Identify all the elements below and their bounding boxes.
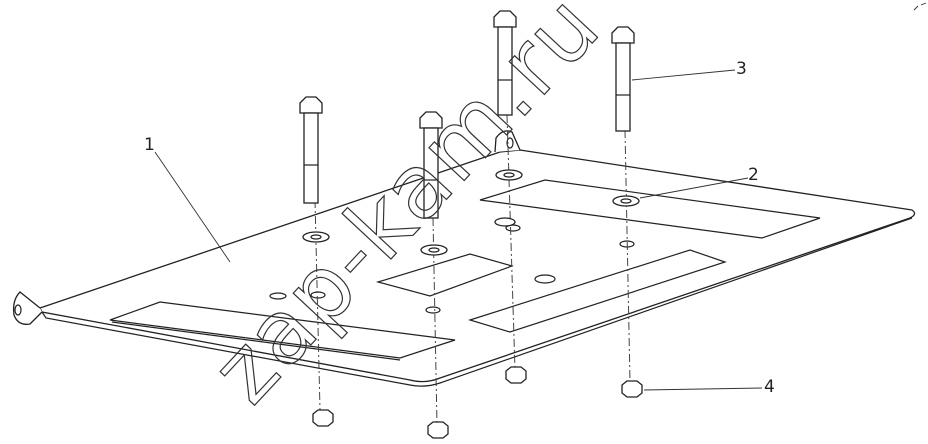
bolt-4 bbox=[611, 26, 635, 132]
washers bbox=[302, 169, 640, 256]
leader-lines bbox=[154, 69, 763, 391]
plate-tab bbox=[12, 291, 43, 325]
callout-4: 4 bbox=[764, 377, 775, 397]
callout-3: 3 bbox=[736, 59, 747, 79]
corner-mark bbox=[913, 2, 927, 11]
mounting-plate bbox=[12, 130, 916, 387]
bolts bbox=[299, 10, 635, 219]
bolt-2 bbox=[419, 111, 443, 219]
bolt-1 bbox=[299, 96, 323, 204]
bolt-3 bbox=[493, 10, 517, 116]
nuts bbox=[312, 366, 643, 439]
callout-2: 2 bbox=[748, 165, 759, 185]
slot-rear bbox=[479, 179, 821, 239]
callout-1: 1 bbox=[144, 135, 155, 155]
slot-front-left bbox=[109, 301, 456, 359]
slot-front-right bbox=[467, 249, 727, 333]
